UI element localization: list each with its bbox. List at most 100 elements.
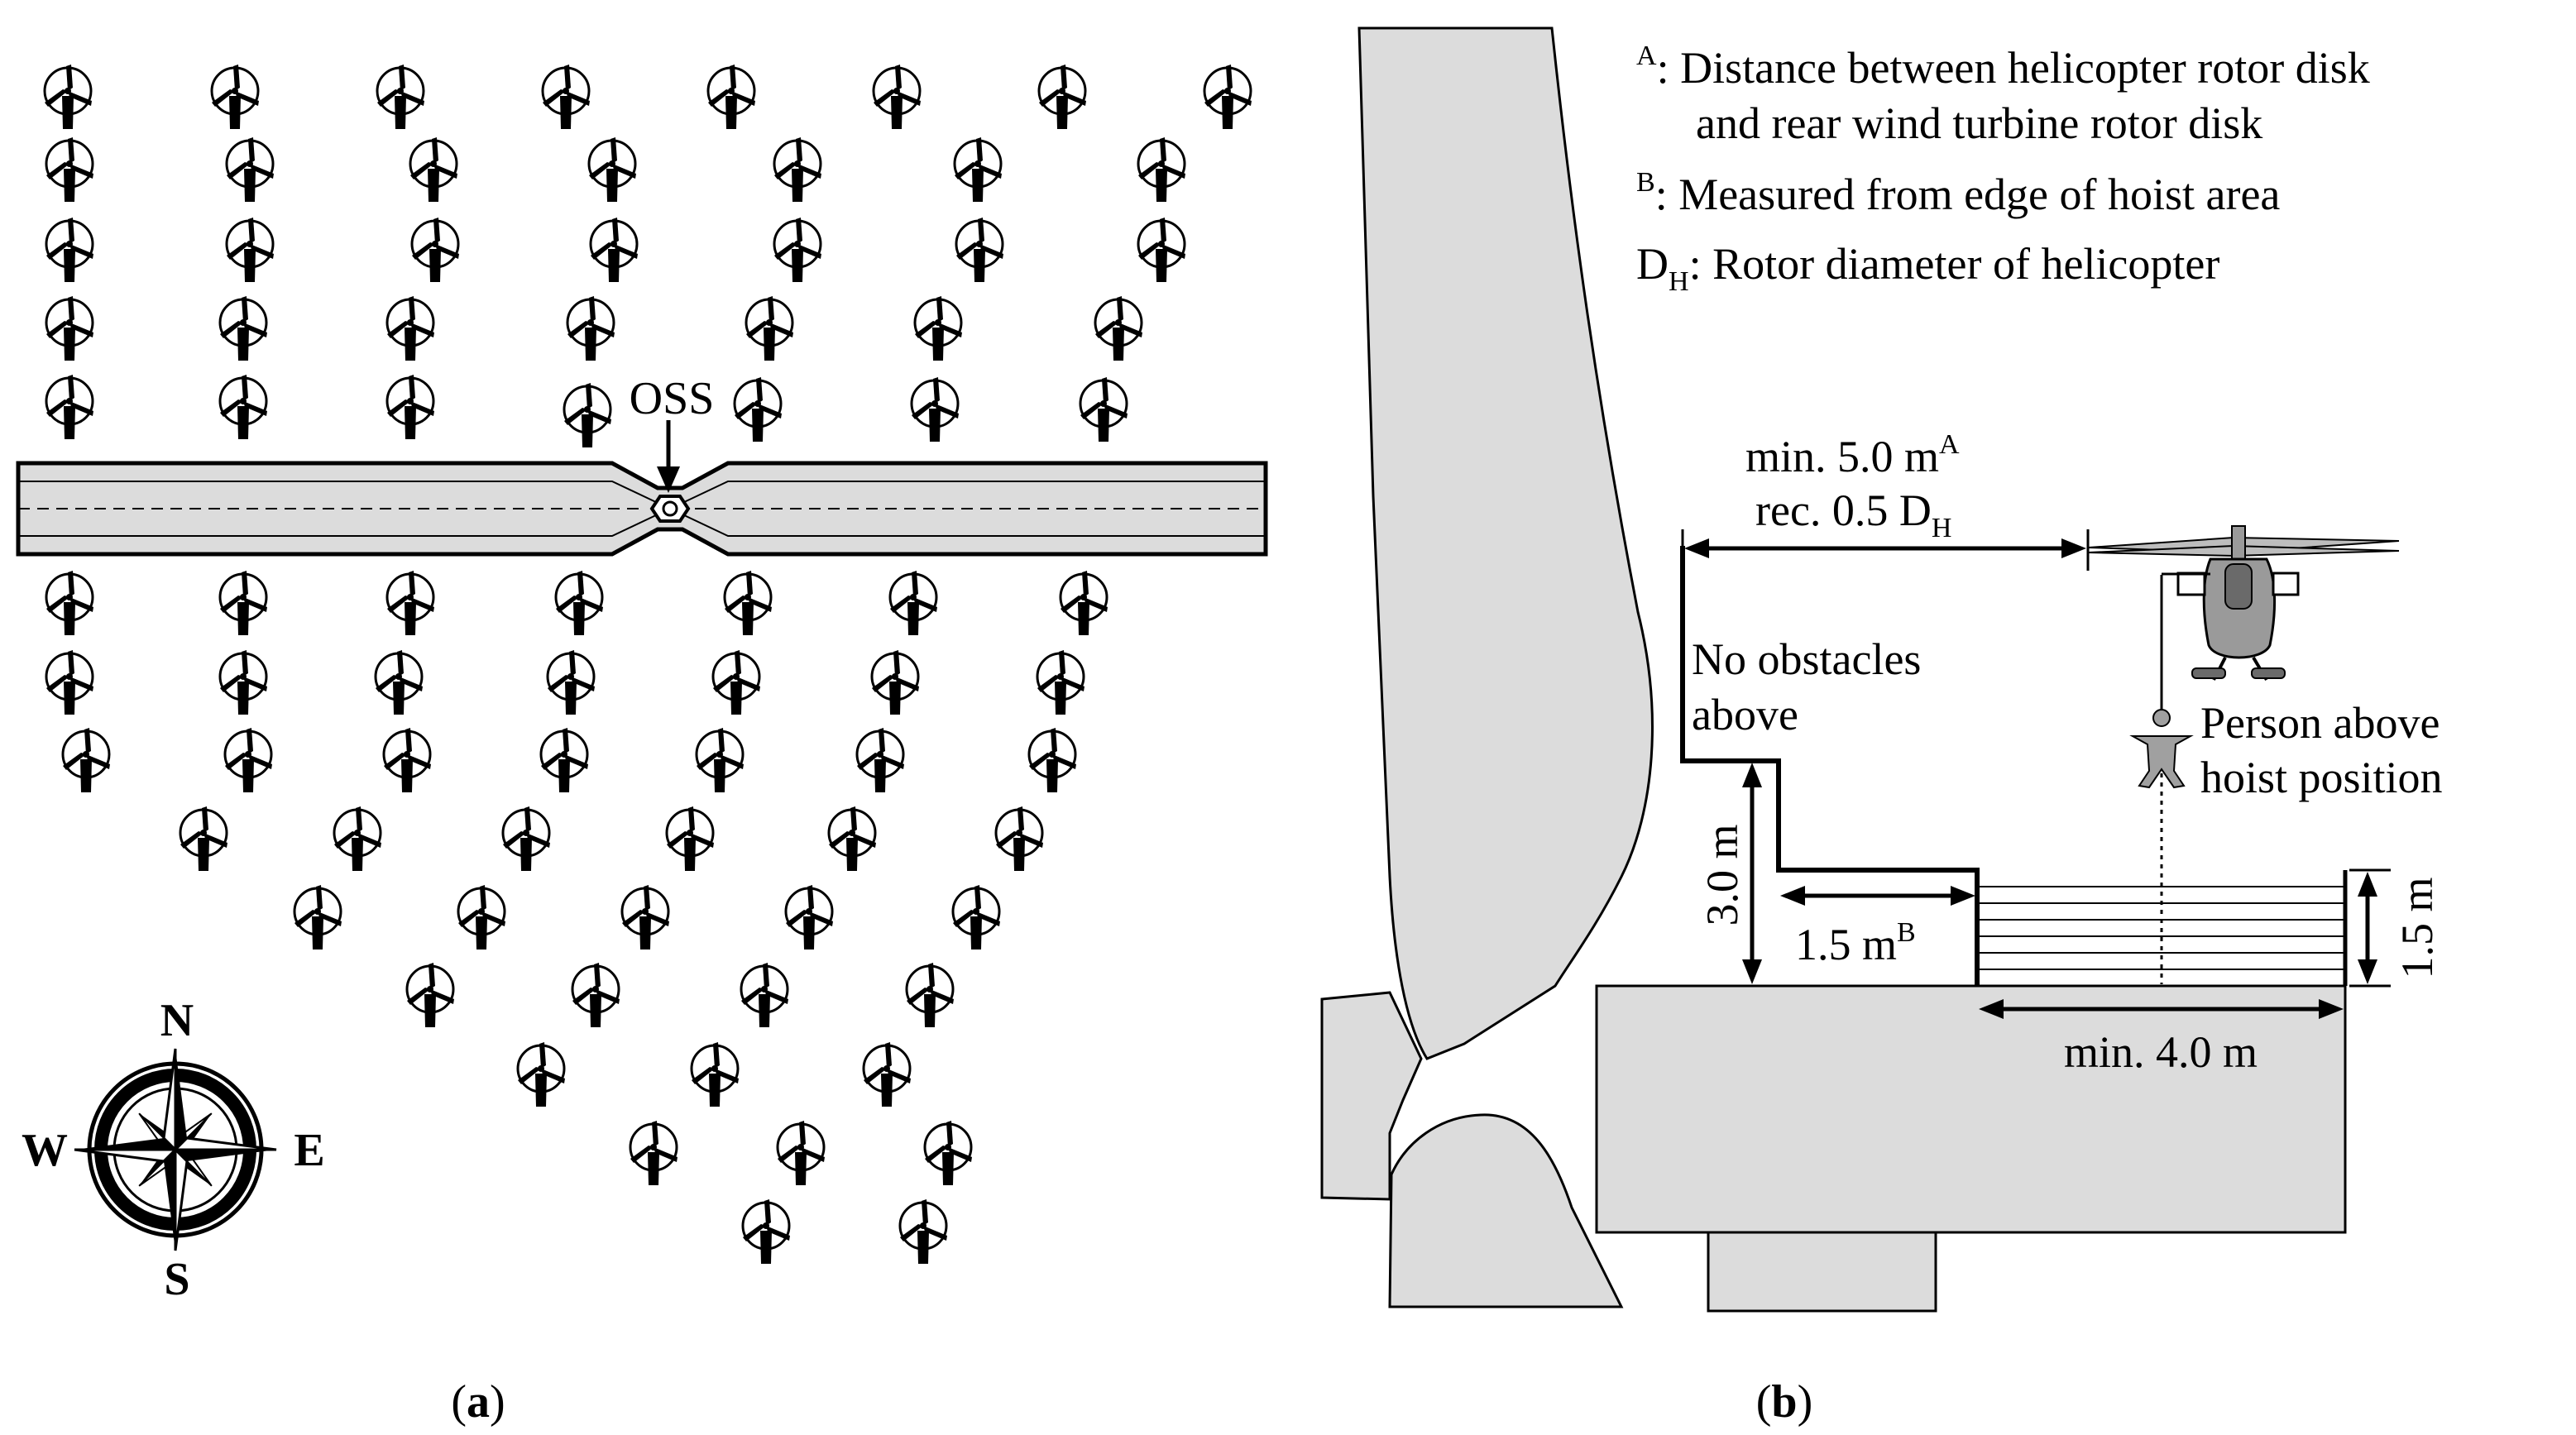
wind-turbine-icon [43,63,93,131]
wind-turbine-icon [740,961,790,1029]
turbine-tower [1707,1231,1937,1313]
wind-turbine-icon [179,805,229,873]
wind-turbine-icon [218,648,269,716]
wind-turbine-icon [539,726,590,794]
wind-turbine-icon [376,63,426,131]
wind-turbine-icon [457,883,507,951]
compass-north: N [160,995,194,1046]
wind-turbine-icon [1059,569,1109,637]
person-icon [2129,709,2194,789]
dimension-min-5m [1681,529,2090,579]
label-person-1: Person above [2200,698,2440,748]
wind-turbine-icon [218,569,269,637]
wind-turbine-icon [61,726,112,794]
wind-turbine-icon [374,648,424,716]
wind-turbine-icon [994,805,1045,873]
wind-turbine-icon [733,375,783,443]
cable-corridor [16,461,1268,557]
legend-b: B: Measured from edge of hoist area [1636,167,2280,219]
wind-turbine-icon [665,805,716,873]
wind-turbine-icon [773,216,823,284]
wind-turbine-icon [210,63,261,131]
wind-turbine-icon [827,805,878,873]
panel-a: OSS N E S W (a) [16,63,1268,1428]
dimension-1-5m-right [2349,868,2391,988]
dimension-3m [1742,763,1762,984]
oss-arrowhead [657,466,680,493]
helicopter-icon [2088,525,2400,682]
wind-turbine-icon [218,373,269,441]
wind-turbine-icon [225,136,275,203]
wind-turbine-icon [223,726,274,794]
substation-icon [649,495,691,523]
wind-turbine-icon [45,373,95,441]
oss-label: OSS [630,373,715,424]
dimension-min-4m [1979,999,2344,1019]
wind-turbine-icon [385,569,436,637]
turbine-hub [1320,991,1423,1201]
label-min-5m: min. 5.0 mA [1745,429,1960,481]
caption-a: (a) [451,1376,505,1428]
wind-turbine-icon [587,136,638,203]
wind-turbine-icon [385,373,436,441]
turbine-blade [1357,26,1654,1060]
wind-turbine-icon [409,136,459,203]
wind-turbine-icon [546,648,596,716]
wind-turbine-icon [855,726,906,794]
wind-turbine-icon [745,294,795,362]
wind-turbine-icon [953,136,1003,203]
compass-south: S [164,1254,189,1305]
wind-turbine-icon [293,883,343,951]
wind-turbine-icon [695,726,745,794]
wind-turbine-icon [501,805,552,873]
label-3m: 3.0 m [1697,824,1747,926]
turbine-blade-lower [1388,1113,1624,1308]
wind-turbine-icon [541,63,591,131]
label-no-obstacles-1: No obstacles [1692,634,1921,684]
wind-turbine-icon [554,569,605,637]
wind-turbine-icon [951,883,1002,951]
wind-turbine-icon [405,961,456,1029]
legend-dh: DH: Rotor diameter of helicopter [1636,239,2219,297]
wind-turbine-icon [571,961,621,1029]
label-1-5m-b: 1.5 mB [1795,917,1916,969]
wind-turbine-icon [563,381,613,449]
compass-west: W [22,1125,68,1176]
panel-b: A: Distance between helicopter rotor dis… [1320,26,2443,1428]
wind-turbine-icon [955,216,1005,284]
wind-turbine-icon [45,569,95,637]
legend: A: Distance between helicopter rotor dis… [1636,41,2370,297]
compass-east: E [294,1125,324,1176]
label-person-2: hoist position [2200,753,2443,802]
wind-turbine-icon [872,63,922,131]
wind-turbine-icon [45,136,95,203]
label-no-obstacles-2: above [1692,690,1798,739]
wind-turbine-icon [566,294,616,362]
nacelle [1595,984,2347,1234]
wind-turbine-icon [913,294,964,362]
wind-turbine-icon [923,1119,974,1187]
wind-turbine-icon [862,1040,912,1108]
label-1-5m-right: 1.5 m [2392,877,2442,978]
wind-turbine-icon [776,1119,826,1187]
wind-turbine-icon [45,294,95,362]
wind-turbine-icon [741,1198,792,1265]
label-min-4m: min. 4.0 m [2064,1027,2258,1077]
wind-turbine-icon [1203,63,1253,131]
wind-turbine-icon [382,726,433,794]
wind-turbine-icon [1036,648,1086,716]
wind-turbine-icon [516,1040,567,1108]
wind-turbine-icon [225,216,275,284]
wind-turbine-icon [723,569,773,637]
wind-turbine-icon [888,569,939,637]
wind-turbine-icon [784,883,835,951]
wind-turbine-icon [1079,375,1129,443]
wind-turbine-icon [589,216,639,284]
wind-turbine-icon [706,63,757,131]
wind-turbine-icon [690,1040,740,1108]
wind-turbine-icon [45,648,95,716]
wind-turbine-icon [1094,294,1144,362]
wind-turbine-icon [410,216,461,284]
wind-turbine-icon [629,1119,679,1187]
